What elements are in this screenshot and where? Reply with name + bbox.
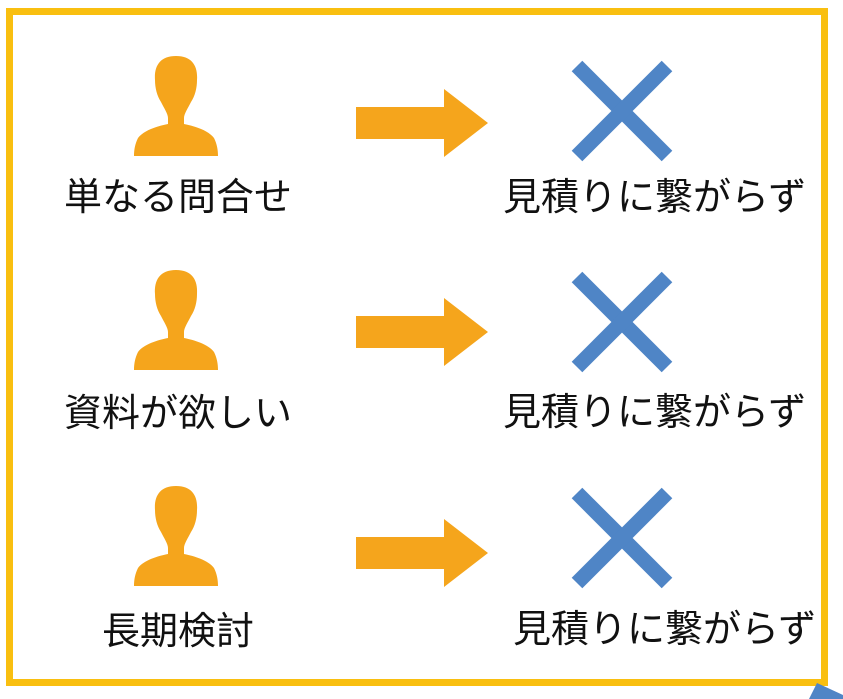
corner-decoration bbox=[809, 683, 843, 699]
flow-row-2: 資料が欲しい 見積りに繋がらず bbox=[0, 0, 843, 432]
result-label: 見積りに繋がらず bbox=[513, 607, 817, 651]
right-arrow-icon bbox=[356, 298, 488, 366]
right-arrow-icon bbox=[356, 519, 488, 587]
result-label: 見積りに繋がらず bbox=[503, 175, 807, 219]
person-icon bbox=[134, 486, 218, 586]
person-icon bbox=[134, 270, 218, 370]
result-label: 見積りに繋がらず bbox=[503, 390, 807, 434]
flow-row-3: 長期検討 見積りに繋がらず bbox=[0, 0, 843, 650]
right-arrow-icon bbox=[356, 89, 488, 157]
cross-mark-icon bbox=[571, 487, 673, 589]
person-icon bbox=[134, 56, 218, 156]
flow-row-1: 単なる問合せ 見積りに繋がらず bbox=[0, 0, 843, 216]
inquiry-label: 単なる問合せ bbox=[64, 175, 293, 219]
cross-mark-icon bbox=[571, 271, 673, 373]
inquiry-label: 長期検討 bbox=[102, 609, 255, 653]
cross-mark-icon bbox=[571, 60, 673, 162]
inquiry-label: 資料が欲しい bbox=[64, 391, 293, 435]
